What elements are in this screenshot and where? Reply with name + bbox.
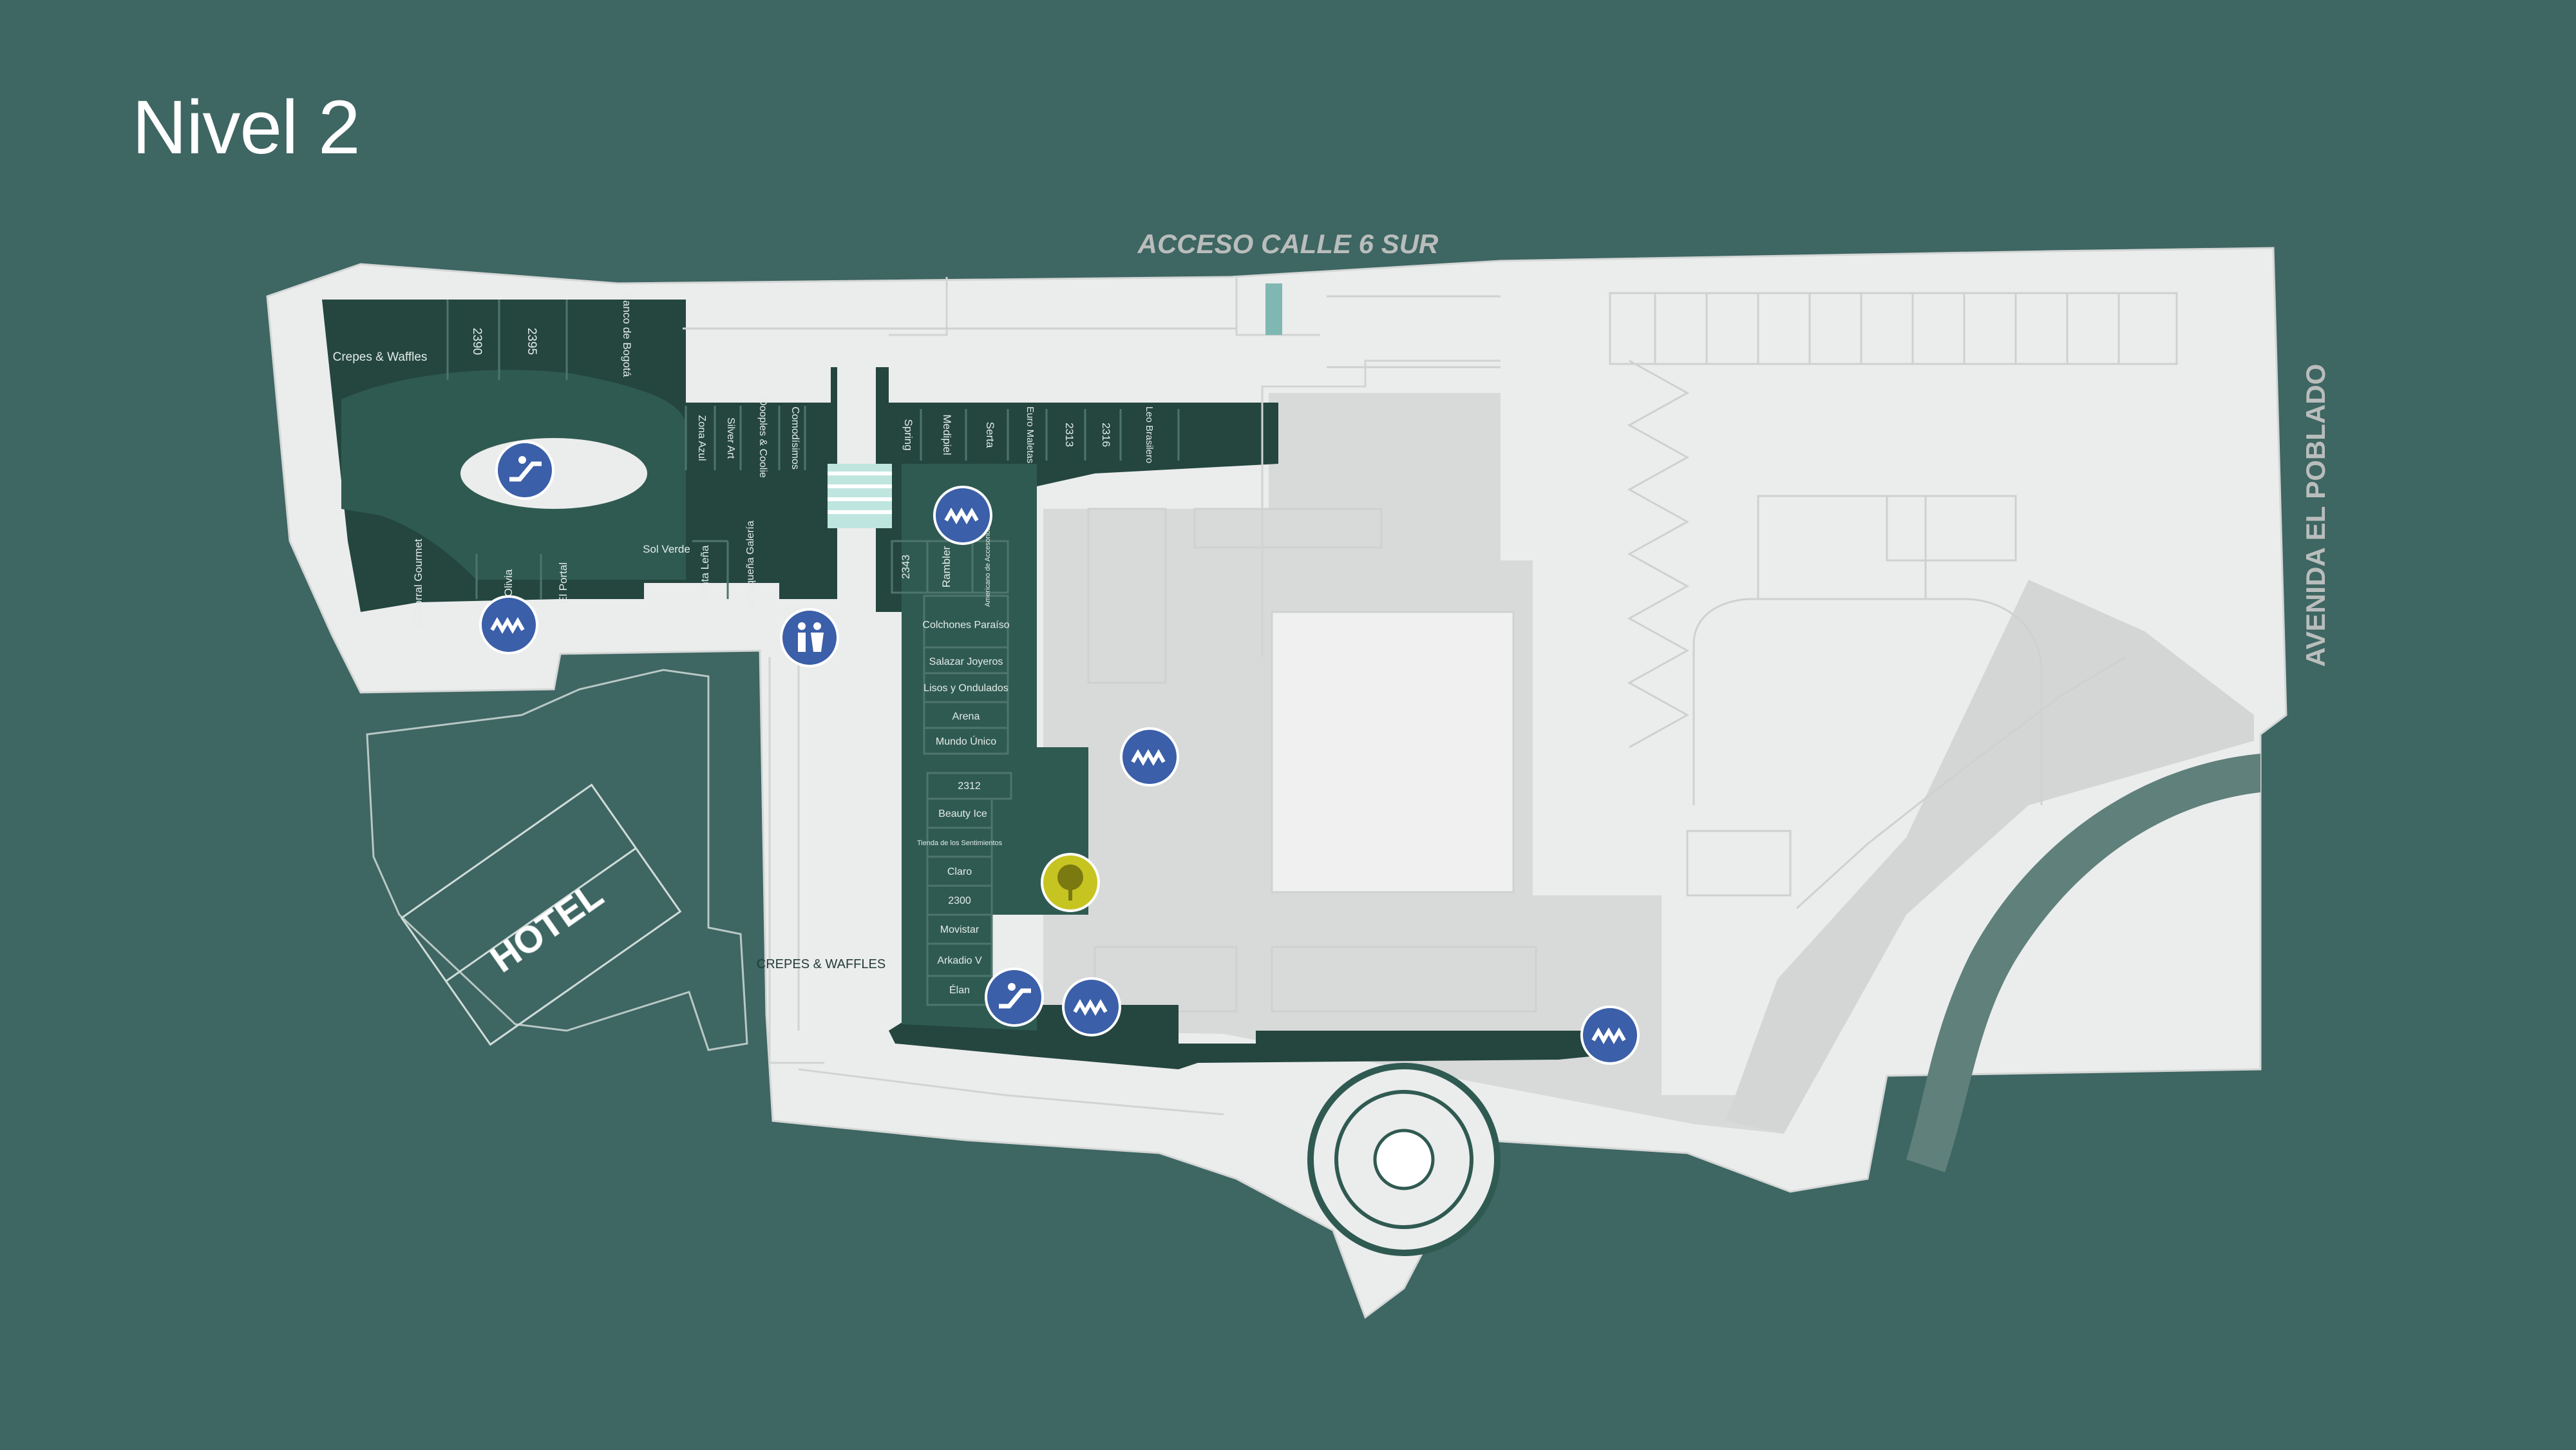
- store-2390: 2390: [470, 328, 484, 355]
- store-2312: 2312: [958, 781, 981, 792]
- store-lisos: Lisos y Ondulados: [923, 683, 1009, 694]
- store-euro-maletas: Euro Maletas: [1025, 406, 1036, 463]
- store-dooples: Dooples & Coolie: [757, 398, 768, 478]
- map-title: Nivel 2: [132, 85, 361, 170]
- store-colchones: Colchones Paraíso: [922, 620, 1009, 631]
- west-store-dividers: [446, 300, 806, 599]
- store-crepes: Crepes & Waffles: [333, 350, 428, 364]
- restroom-icon[interactable]: [780, 608, 839, 667]
- south-terrace: [1256, 1031, 1584, 1051]
- store-movistar: Movistar: [940, 924, 980, 935]
- hotel-building: [400, 783, 682, 1046]
- north-entrance-kiosk: [1265, 283, 1282, 335]
- ramp-icon[interactable]: [479, 595, 538, 654]
- escalator-icon[interactable]: [495, 441, 554, 500]
- store-rambler: Rambler: [940, 546, 952, 588]
- corridor-store-boxes: [891, 540, 1012, 1006]
- north-parking: [683, 295, 1501, 368]
- store-beauty-ice: Beauty Ice: [938, 808, 987, 819]
- store-el-portal: El Portal: [557, 562, 569, 604]
- store-silver-art: Silver Art: [725, 417, 736, 459]
- store-serta: Serta: [984, 422, 996, 448]
- store-salazar: Salazar Joyeros: [929, 656, 1003, 667]
- ramp-icon[interactable]: [933, 486, 992, 545]
- street-north: ACCESO CALLE 6 SUR: [1137, 229, 1439, 259]
- crosswalk: [828, 464, 892, 528]
- store-2313: 2313: [1063, 423, 1075, 447]
- store-spring: Spring: [902, 419, 914, 450]
- ramp-icon[interactable]: [1062, 977, 1121, 1036]
- west-parking: [768, 277, 1501, 1116]
- store-olivia: Olivia: [502, 569, 515, 596]
- hotel-outline: [366, 669, 748, 1051]
- store-tienda: Tienda de los Sentimientos: [917, 839, 1003, 847]
- anchor-building: [1271, 611, 1515, 893]
- store-2395: 2395: [525, 328, 538, 355]
- north-store-dividers: [920, 409, 1180, 461]
- store-medipiel: Medipiel: [941, 414, 953, 455]
- store-leo-brasilero: Leo Brasilero: [1144, 406, 1155, 463]
- store-americano: Americano de Accesorios: [984, 526, 992, 607]
- store-comodisimos: Comodísimos: [790, 406, 800, 470]
- escalator-icon[interactable]: [985, 968, 1044, 1027]
- store-2316: 2316: [1100, 423, 1112, 447]
- street-east: AVENIDA EL POBLADO: [2300, 364, 2331, 667]
- store-banco: Banco de Bogotá: [621, 293, 633, 377]
- store-la-pequena: La Pequeña Galería: [745, 520, 756, 613]
- east-corridor: [1726, 580, 2254, 1134]
- store-arena: Arena: [952, 711, 980, 722]
- store-sol-verde: Sol Verde: [643, 543, 690, 555]
- ramp-icon[interactable]: [1120, 727, 1179, 787]
- store-arkadio: Arkadio V: [937, 955, 982, 966]
- tree-icon: [1041, 853, 1100, 912]
- store-mundo-unico: Mundo Único: [936, 735, 996, 747]
- store-zona-azul: Zona Azul: [696, 415, 707, 461]
- amphitheater: [1307, 1063, 1501, 1256]
- ramp-icon[interactable]: [1580, 1006, 1640, 1065]
- store-claro: Claro: [947, 866, 972, 877]
- store-2300: 2300: [948, 895, 971, 906]
- crepes-outdoor-label: CREPES & WAFFLES: [757, 957, 886, 971]
- store-elan: Élan: [949, 984, 970, 996]
- east-shop-outlines: [1087, 292, 2178, 1013]
- store-el-corral: El Corral Gourmet: [412, 539, 424, 627]
- store-santa-lena: Santa Leña: [699, 545, 711, 602]
- hotel-label: HOTEL: [483, 873, 611, 980]
- store-2343: 2343: [900, 555, 912, 579]
- east-road-curve: [1906, 754, 2260, 1172]
